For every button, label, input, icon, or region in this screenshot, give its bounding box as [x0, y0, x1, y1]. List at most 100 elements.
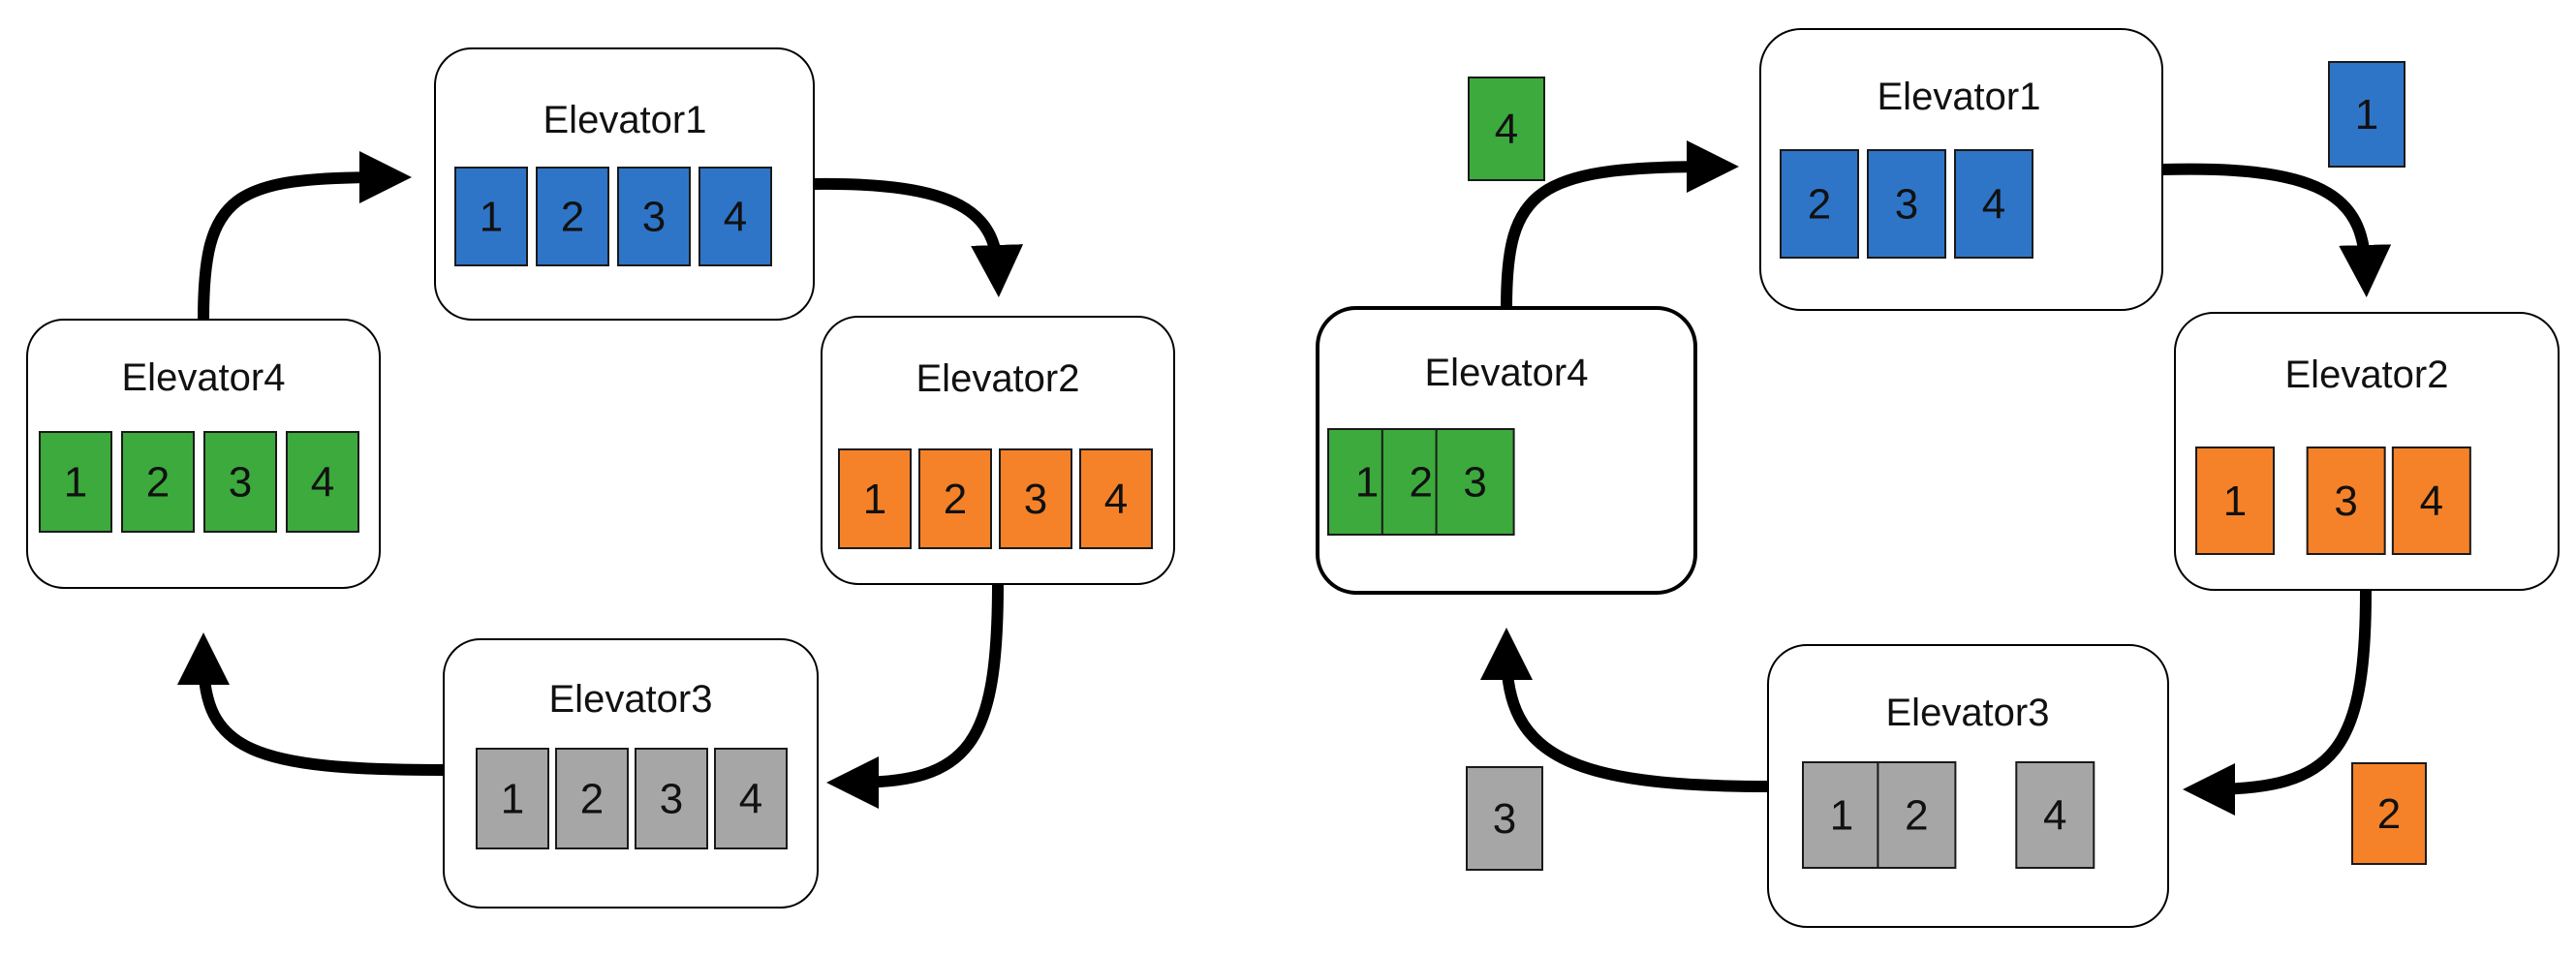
slot-2: 2	[1780, 149, 1859, 259]
slot-1-number: 1	[863, 476, 886, 523]
elevator-3-label: Elevator3	[1886, 692, 2050, 734]
elevator-2-label: Elevator2	[916, 357, 1080, 400]
slot-2-fill	[1877, 761, 1957, 869]
slot-3-fill	[999, 448, 1072, 549]
slot-4: 4	[2391, 447, 2471, 555]
slot-1: 1	[476, 748, 549, 849]
slot-3: 3	[1435, 428, 1515, 536]
slot-4-fill	[1079, 448, 1153, 549]
elevator-2-slots: 1 3 4	[2195, 447, 2471, 555]
slot-1: 1	[838, 448, 912, 549]
slot-2-fill	[918, 448, 992, 549]
elevator-2: Elevator2 1 3 4	[2174, 312, 2560, 591]
arrow-elevator1-to-elevator2	[2157, 163, 2392, 297]
transit-car-number: 1	[2355, 91, 2378, 139]
slot-2-fill	[536, 167, 609, 266]
slot-4: 4	[2015, 761, 2095, 869]
slot-3: 3	[1867, 149, 1946, 259]
transit-car-fill	[1466, 766, 1543, 871]
elevator-1-label: Elevator1	[543, 99, 707, 141]
slot-3-number: 3	[1024, 476, 1047, 523]
slot-3: 3	[203, 431, 277, 533]
slot-4-number: 4	[2043, 792, 2066, 840]
slot-2-number: 2	[561, 194, 584, 241]
arrow-elevator3-to-elevator4	[1480, 628, 1774, 792]
slot-2: 2	[555, 748, 629, 849]
slot-3-number: 3	[642, 194, 666, 241]
slot-3-fill	[203, 431, 277, 533]
slot-4-fill	[698, 167, 772, 266]
slot-3: 3	[2306, 447, 2386, 555]
slot-4: 4	[698, 167, 772, 266]
slot-1-fill	[454, 167, 528, 266]
slot-3-fill	[1435, 428, 1515, 536]
slot-3-number: 3	[660, 776, 683, 823]
slot-1-number: 1	[1355, 459, 1379, 507]
transit-car-fill	[2328, 61, 2405, 168]
transit-car-2: 2	[2351, 762, 2427, 865]
slot-1-number: 1	[64, 459, 87, 507]
arrow-elevator3-to-elevator4	[177, 632, 450, 776]
elevator-4-label: Elevator4	[1425, 352, 1589, 394]
transit-car-1: 1	[2328, 61, 2405, 168]
arrow-elevator4-to-elevator1	[1501, 140, 1739, 314]
slot-4: 4	[1954, 149, 2033, 259]
slot-2-fill	[555, 748, 629, 849]
slot-3-fill	[1867, 149, 1946, 259]
elevator-2: Elevator2 1 2 3 4	[821, 316, 1175, 585]
slot-4-fill	[2015, 761, 2095, 869]
elevator-2-slots: 1 2 3 4	[838, 448, 1153, 549]
slot-4: 4	[714, 748, 788, 849]
slot-1-fill	[476, 748, 549, 849]
slot-1: 1	[1802, 761, 1881, 869]
transit-car-fill	[1468, 77, 1545, 181]
elevator-4-label: Elevator4	[122, 356, 286, 399]
slot-4-number: 4	[739, 776, 762, 823]
elevator-2-label: Elevator2	[2285, 354, 2449, 396]
slot-3-fill	[617, 167, 691, 266]
slot-4-number: 4	[1104, 476, 1128, 523]
slot-1-fill	[838, 448, 912, 549]
transit-car-3: 3	[1466, 766, 1543, 871]
slot-2-number: 2	[1410, 459, 1433, 507]
arrow-elevator4-to-elevator1	[198, 151, 412, 325]
transit-car-number: 2	[2377, 790, 2401, 838]
slot-4-fill	[2391, 447, 2471, 555]
slot-4-fill	[714, 748, 788, 849]
elevator-3-label: Elevator3	[549, 678, 713, 721]
slot-1-number: 1	[2223, 478, 2247, 525]
slot-2-number: 2	[944, 476, 967, 523]
slot-1: 1	[2195, 447, 2275, 555]
slot-3-number: 3	[1463, 459, 1486, 507]
slot-4: 4	[1079, 448, 1153, 549]
elevator-1-label: Elevator1	[1878, 76, 2041, 118]
slot-3: 3	[617, 167, 691, 266]
slot-1-number: 1	[480, 194, 503, 241]
slot-3-number: 3	[229, 459, 252, 507]
slot-2: 2	[121, 431, 195, 533]
slot-3: 3	[999, 448, 1072, 549]
slot-3-fill	[2306, 447, 2386, 555]
slot-3: 3	[635, 748, 708, 849]
slot-1-fill	[2195, 447, 2275, 555]
slot-2-number: 2	[1905, 792, 1928, 840]
transit-car-number: 3	[1493, 795, 1516, 843]
slot-2-fill	[1780, 149, 1859, 259]
slot-4-number: 4	[2420, 478, 2443, 525]
slot-3-number: 3	[2334, 478, 2357, 525]
slot-4-number: 4	[311, 459, 334, 507]
slot-2-number: 2	[580, 776, 604, 823]
transit-car-number: 4	[1495, 106, 1518, 153]
